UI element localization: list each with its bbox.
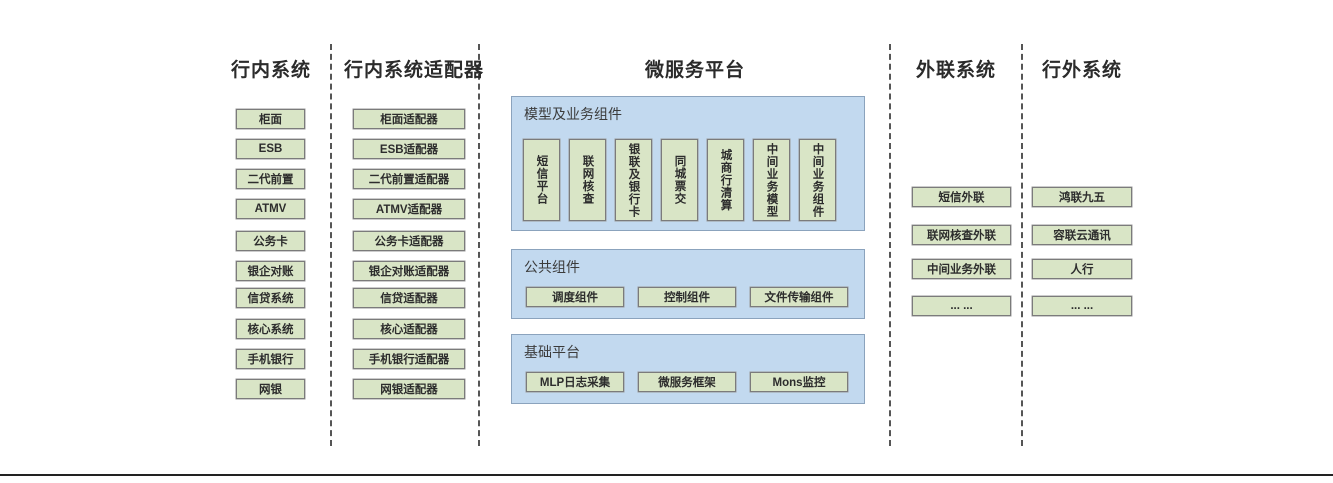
node-in-bank-system-5[interactable]: 公务卡 — [236, 231, 305, 251]
node-model-component-3[interactable]: 银联及银行卡 — [615, 139, 652, 221]
node-in-bank-adapter-6[interactable]: 银企对账适配器 — [353, 261, 465, 281]
node-external-link-1[interactable]: 短信外联 — [912, 187, 1011, 207]
node-in-bank-adapter-10[interactable]: 网银适配器 — [353, 379, 465, 399]
column-title-microservice-platform: 微服务平台 — [644, 60, 745, 81]
node-in-bank-system-8[interactable]: 核心系统 — [236, 319, 305, 339]
node-external-link-4[interactable]: ... ... — [912, 296, 1011, 316]
column-title-out-bank-systems: 行外系统 — [1041, 60, 1122, 81]
node-out-bank-4[interactable]: ... ... — [1032, 296, 1132, 316]
node-in-bank-adapter-1[interactable]: 柜面适配器 — [353, 109, 465, 129]
node-model-component-2[interactable]: 联网核查 — [569, 139, 606, 221]
node-base-platform-3[interactable]: Mons监控 — [750, 372, 848, 392]
node-model-component-4[interactable]: 同城票交 — [661, 139, 698, 221]
panel-title-model-business-components: 模型及业务组件 — [524, 106, 622, 122]
node-in-bank-adapter-3[interactable]: 二代前置适配器 — [353, 169, 465, 189]
node-external-link-2[interactable]: 联网核查外联 — [912, 225, 1011, 245]
column-separator-4 — [1021, 44, 1023, 446]
column-title-external-link-systems: 外联系统 — [915, 60, 996, 81]
node-model-component-6[interactable]: 中间业务模型 — [753, 139, 790, 221]
column-separator-3 — [889, 44, 891, 446]
node-out-bank-3[interactable]: 人行 — [1032, 259, 1132, 279]
node-public-component-2[interactable]: 控制组件 — [638, 287, 736, 307]
panel-title-base-platform: 基础平台 — [524, 344, 580, 360]
node-public-component-1[interactable]: 调度组件 — [526, 287, 624, 307]
panel-public-components: 公共组件 — [511, 249, 865, 319]
column-title-in-bank-adapters: 行内系统适配器 — [344, 60, 485, 81]
node-model-component-5[interactable]: 城商行清算 — [707, 139, 744, 221]
node-external-link-3[interactable]: 中间业务外联 — [912, 259, 1011, 279]
column-separator-2 — [478, 44, 480, 446]
node-in-bank-system-10[interactable]: 网银 — [236, 379, 305, 399]
node-in-bank-adapter-4[interactable]: ATMV适配器 — [353, 199, 465, 219]
node-base-platform-1[interactable]: MLP日志采集 — [526, 372, 624, 392]
node-in-bank-adapter-9[interactable]: 手机银行适配器 — [353, 349, 465, 369]
node-in-bank-system-3[interactable]: 二代前置 — [236, 169, 305, 189]
page-bottom-rule — [0, 474, 1333, 476]
node-in-bank-system-4[interactable]: ATMV — [236, 199, 305, 219]
column-separator-1 — [330, 44, 332, 446]
node-model-component-1[interactable]: 短信平台 — [523, 139, 560, 221]
node-in-bank-system-1[interactable]: 柜面 — [236, 109, 305, 129]
node-in-bank-system-6[interactable]: 银企对账 — [236, 261, 305, 281]
node-in-bank-adapter-7[interactable]: 信贷适配器 — [353, 288, 465, 308]
node-in-bank-adapter-8[interactable]: 核心适配器 — [353, 319, 465, 339]
node-in-bank-system-7[interactable]: 信贷系统 — [236, 288, 305, 308]
node-model-component-7[interactable]: 中间业务组件 — [799, 139, 836, 221]
node-in-bank-adapter-5[interactable]: 公务卡适配器 — [353, 231, 465, 251]
panel-base-platform: 基础平台 — [511, 334, 865, 404]
column-title-in-bank-systems: 行内系统 — [230, 60, 311, 81]
node-base-platform-2[interactable]: 微服务框架 — [638, 372, 736, 392]
node-out-bank-1[interactable]: 鸿联九五 — [1032, 187, 1132, 207]
node-public-component-3[interactable]: 文件传输组件 — [750, 287, 848, 307]
node-in-bank-system-2[interactable]: ESB — [236, 139, 305, 159]
panel-title-public-components: 公共组件 — [524, 259, 580, 275]
node-out-bank-2[interactable]: 容联云通讯 — [1032, 225, 1132, 245]
node-in-bank-adapter-2[interactable]: ESB适配器 — [353, 139, 465, 159]
node-in-bank-system-9[interactable]: 手机银行 — [236, 349, 305, 369]
